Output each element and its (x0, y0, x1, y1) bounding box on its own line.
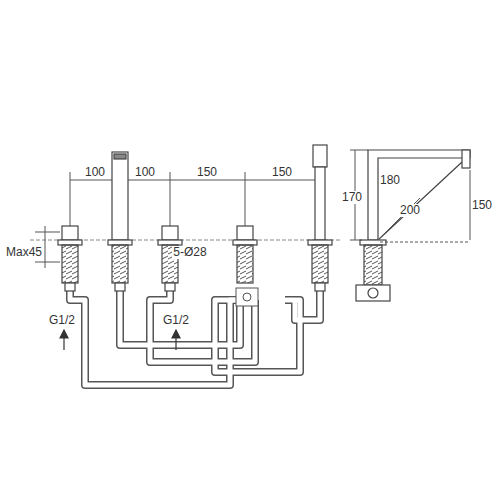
height-dimension: 150 (471, 199, 493, 212)
hose-inner (70, 290, 320, 385)
bath-spout (108, 152, 132, 291)
side-dimensions (350, 150, 470, 242)
spacing-dimension: 150 (271, 166, 293, 179)
spacing-dimension: 100 (134, 166, 156, 179)
side-view (356, 150, 470, 301)
cold-valve (158, 226, 182, 291)
thread-size: G1/2 (162, 314, 190, 327)
diverter-valve (233, 226, 257, 283)
diverter-body (236, 288, 258, 306)
inlet-arrows (60, 330, 180, 350)
spacing-dimension: 100 (84, 166, 106, 179)
height-dimension: 170 (341, 191, 363, 204)
hot-valve (58, 226, 82, 291)
spacing-dimension: 150 (196, 166, 218, 179)
height-dimension: Max45 (5, 246, 43, 259)
reach-dimension: 180 (379, 174, 401, 187)
thread-size: G1/2 (48, 314, 76, 327)
hose-outer (70, 290, 320, 385)
reach-dimension: 200 (399, 204, 421, 217)
hole-dimension: 5-Ø28 (172, 246, 207, 259)
spacing-dimension (70, 172, 320, 228)
hand-shower (308, 145, 332, 291)
